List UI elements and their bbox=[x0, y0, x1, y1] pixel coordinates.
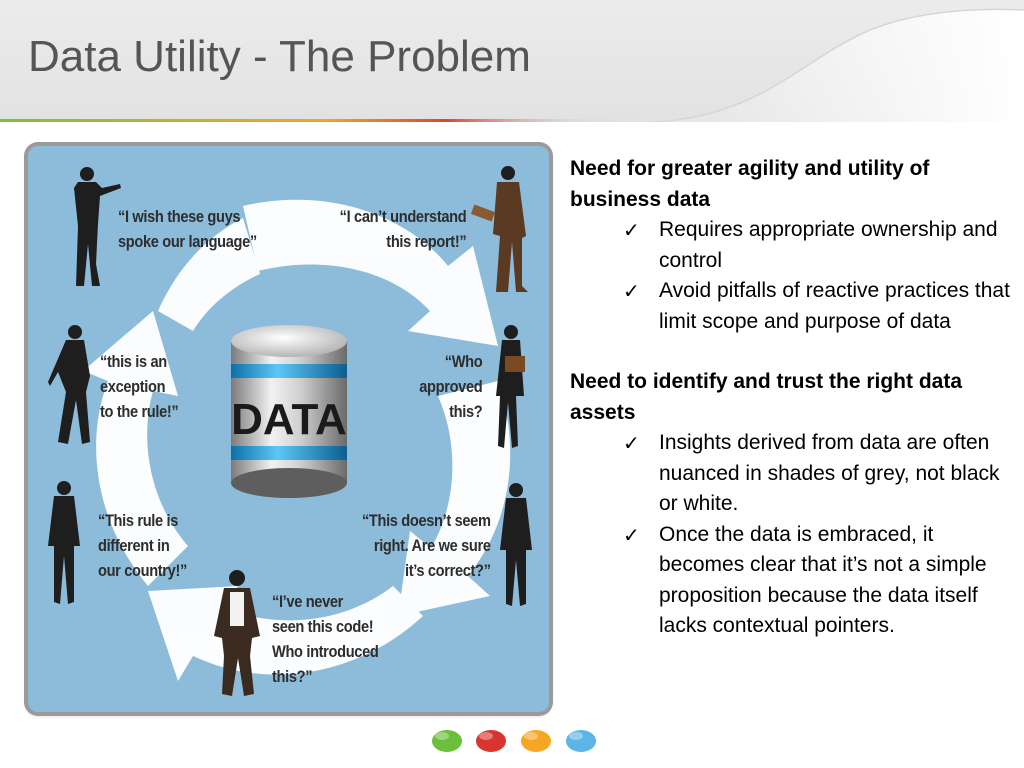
data-problem-illustration: DATA bbox=[28, 146, 549, 712]
quote-speech: “I can’t understand this report!” bbox=[339, 207, 466, 251]
database-icon: DATA bbox=[231, 325, 347, 498]
bullet-text: Once the data is embraced, it becomes cl… bbox=[659, 522, 987, 638]
section-heading: Need for greater agility and utility of … bbox=[570, 157, 930, 211]
footer-dots bbox=[432, 730, 596, 752]
colored-dot-icon bbox=[432, 730, 462, 752]
person-figure bbox=[500, 483, 532, 606]
database-label: DATA bbox=[231, 395, 347, 444]
checkmark-icon: ✓ bbox=[623, 431, 640, 455]
bullet-list: ✓ Insights derived from data are often n… bbox=[570, 428, 1010, 642]
bullet-item: ✓ Requires appropriate ownership and con… bbox=[570, 215, 1010, 276]
content-panel: Need for greater agility and utility of … bbox=[570, 154, 1010, 642]
colored-dot-icon bbox=[521, 730, 551, 752]
colored-dot-icon bbox=[566, 730, 596, 752]
section-heading: Need to identify and trust the right dat… bbox=[570, 370, 963, 424]
header-rule bbox=[0, 119, 720, 122]
slide-header: Data Utility - The Problem bbox=[0, 0, 1024, 122]
quote-speech: “this is an exception to the rule!” bbox=[100, 352, 179, 421]
quote-speech: “This doesn’t seem right. Are we sure it… bbox=[362, 511, 491, 580]
colored-dot-icon bbox=[476, 730, 506, 752]
checkmark-icon: ✓ bbox=[623, 279, 640, 303]
quote-speech: “This rule is different in our country!” bbox=[98, 511, 187, 580]
bullet-item: ✓ Once the data is embraced, it becomes … bbox=[570, 520, 1010, 642]
checkmark-icon: ✓ bbox=[623, 522, 640, 547]
person-figure bbox=[48, 325, 90, 444]
bullet-text: Insights derived from data are often nua… bbox=[659, 431, 1000, 515]
quote-speech: “I’ve never seen this code! Who introduc… bbox=[272, 592, 379, 686]
person-figure bbox=[48, 481, 80, 604]
checkmark-icon: ✓ bbox=[623, 218, 640, 242]
page-title: Data Utility - The Problem bbox=[28, 32, 531, 81]
person-figure bbox=[496, 325, 525, 448]
cycle-arrows: DATA bbox=[48, 166, 532, 696]
quote-speech: “I wish these guys spoke our language” bbox=[118, 207, 257, 251]
bullet-list: ✓ Requires appropriate ownership and con… bbox=[570, 215, 1010, 337]
bullet-item: ✓ Insights derived from data are often n… bbox=[570, 428, 1010, 520]
bullet-item: ✓ Avoid pitfalls of reactive practices t… bbox=[570, 276, 1010, 337]
bullet-text: Requires appropriate ownership and contr… bbox=[659, 218, 998, 272]
person-figure bbox=[214, 570, 260, 696]
quote-speech: “Who approved this? bbox=[418, 352, 482, 421]
header-decoration bbox=[649, 0, 1024, 122]
person-figure bbox=[74, 167, 121, 286]
bullet-text: Avoid pitfalls of reactive practices tha… bbox=[659, 279, 1010, 333]
person-figure bbox=[470, 166, 528, 292]
